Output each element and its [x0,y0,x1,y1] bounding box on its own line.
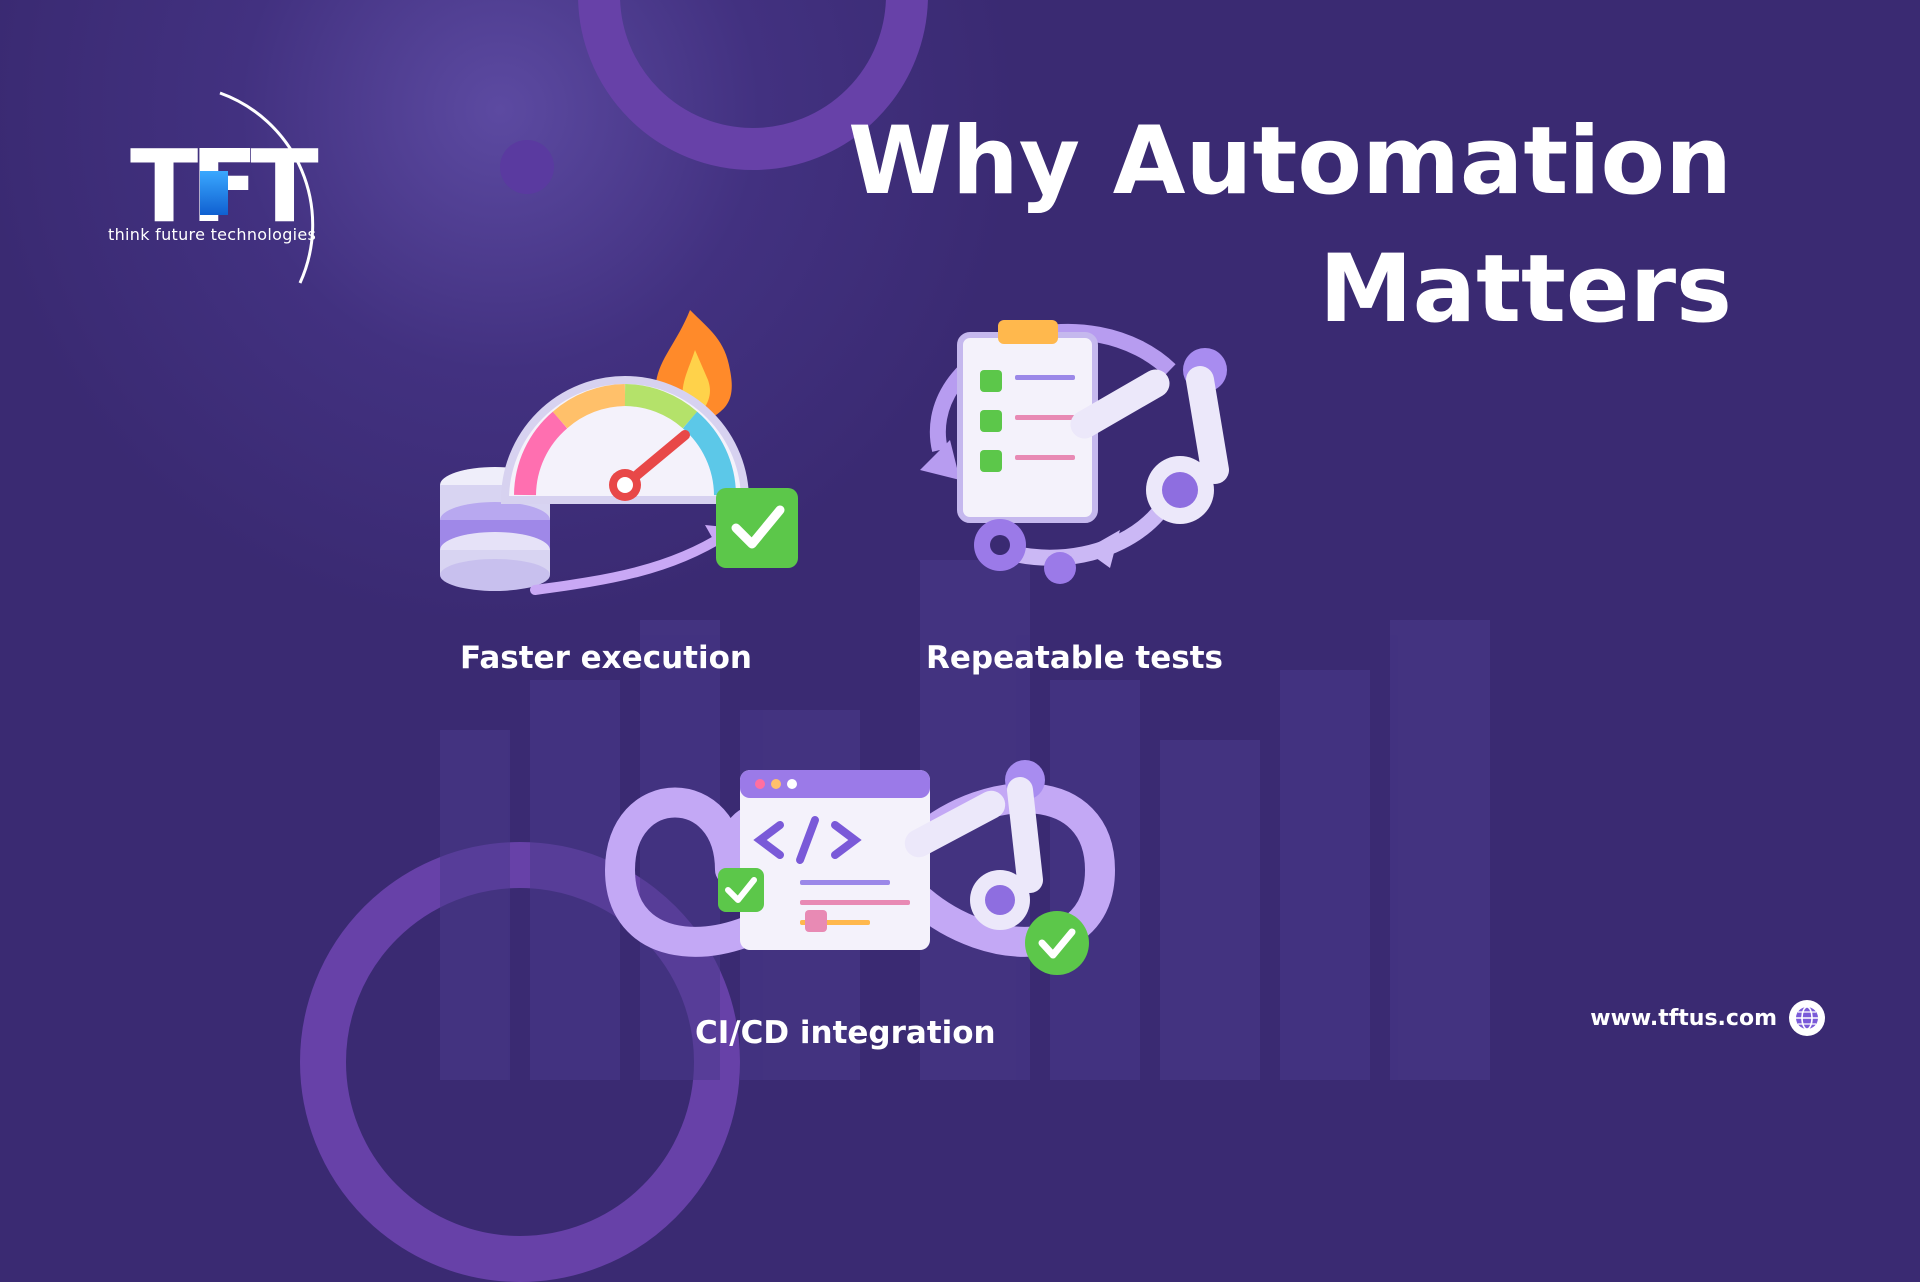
slide-title-line2: Matters [1319,235,1732,344]
logo-tagline: think future technologies [108,225,317,244]
feature-label-faster-execution: Faster execution [460,640,752,676]
decorative-dot [500,140,554,194]
speedometer-icon [440,270,810,604]
slide-title: Why Automation Matters [848,98,1732,354]
infinity-pipeline-icon [600,750,1120,994]
feature-label-repeatable-tests: Repeatable tests [926,640,1223,676]
footer: www.tftus.com [1590,1000,1825,1036]
feature-label-ci-cd-integration: CI/CD integration [695,1015,996,1051]
globe-icon [1789,1000,1825,1036]
logo-accent [200,171,228,215]
slide-title-line1: Why Automation [848,107,1732,216]
website-link[interactable]: www.tftus.com [1590,1005,1777,1031]
company-logo: TFT think future technologies [100,85,370,295]
city-skyline-backdrop [440,560,1490,1080]
checklist-robot-arm-icon [880,300,1240,604]
logo-arc [219,91,315,284]
